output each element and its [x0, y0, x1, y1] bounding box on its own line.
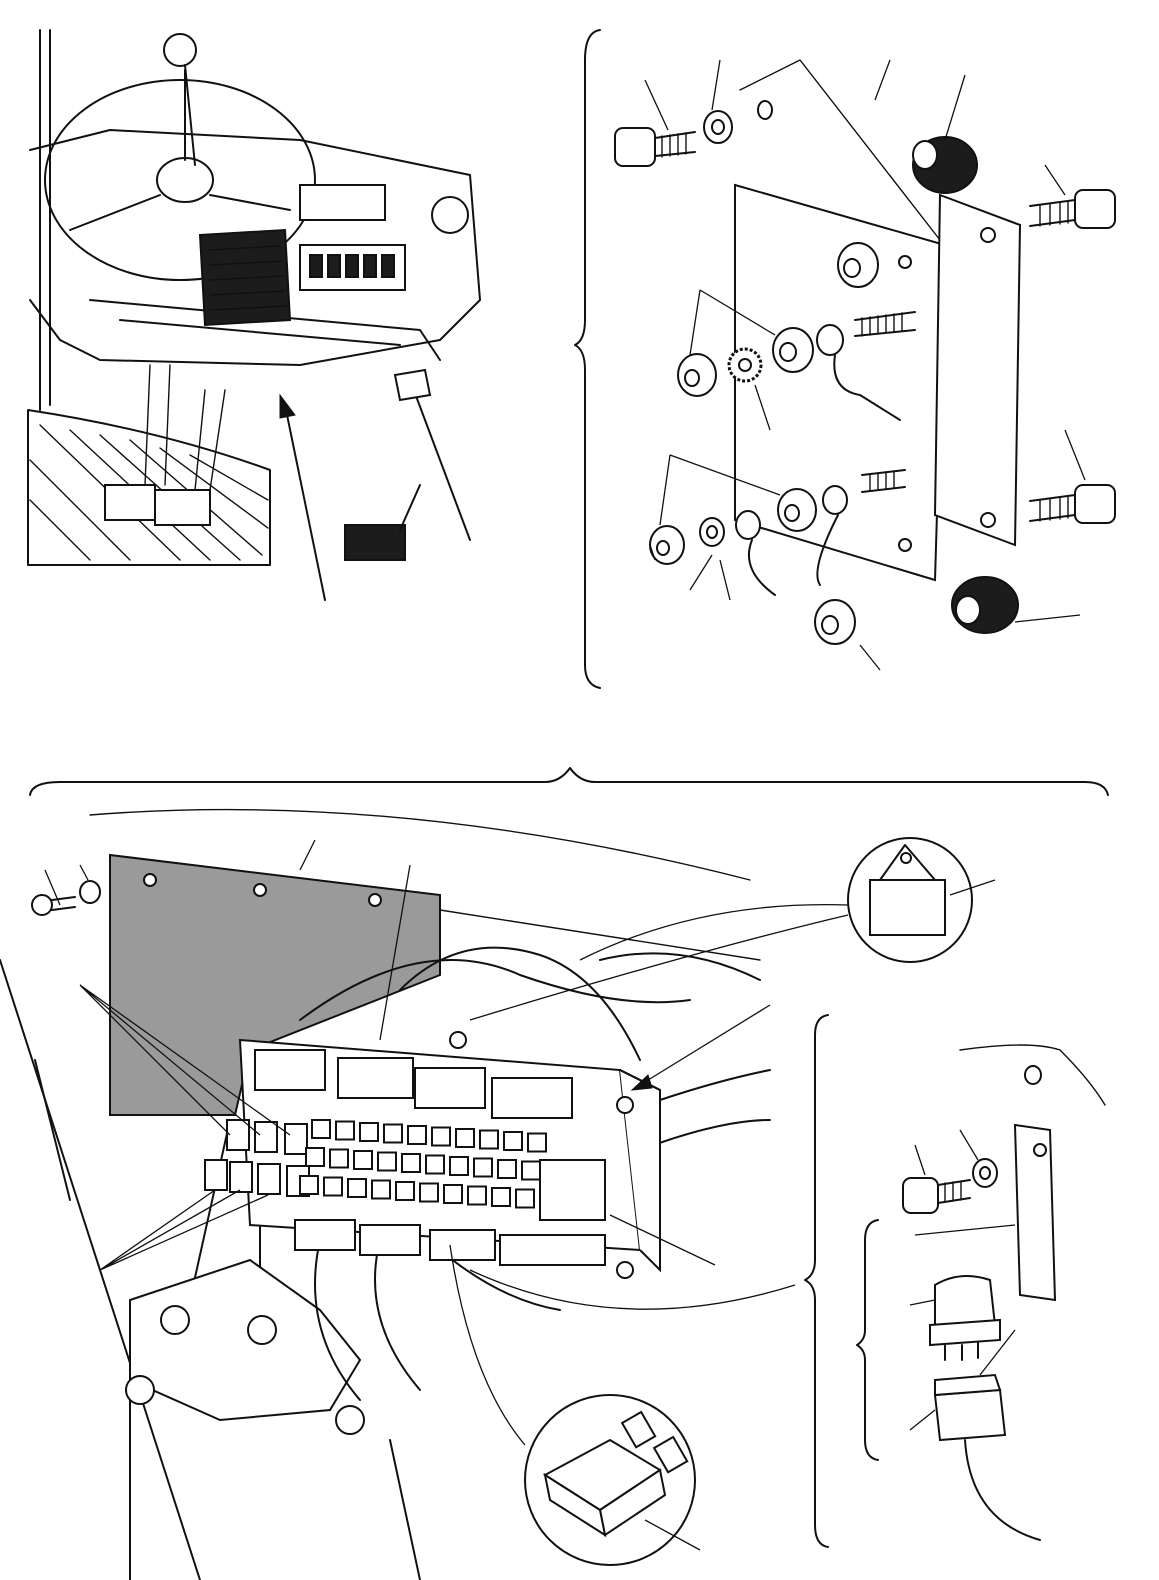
relay-detail-icon [469, 837, 996, 1021]
fuse-slot [347, 1178, 367, 1198]
fuse-slot [371, 1179, 391, 1200]
bolt-icon [1029, 189, 1116, 229]
fuse-slot [395, 1181, 415, 1201]
fuse-slot [491, 1187, 511, 1207]
fuse-slot [311, 1119, 331, 1139]
fuse-slot [515, 1188, 535, 1209]
fuse-relay-panel [0, 767, 1109, 1580]
screw-icon [31, 880, 101, 916]
grommet-icon [951, 576, 1019, 634]
fuse-slot [467, 1185, 487, 1206]
star-washer-icon [727, 347, 763, 383]
fuse-slot [353, 1150, 373, 1170]
fuse-slot [383, 1123, 403, 1144]
fuse-slot [521, 1160, 541, 1181]
fuse-slot [431, 1126, 451, 1147]
grommet-icon [912, 136, 978, 194]
fuse-slot [503, 1131, 523, 1151]
nut-icon [649, 242, 879, 645]
pedal-icon [104, 364, 421, 561]
fuse-slot [359, 1122, 379, 1142]
stud-icon [854, 311, 916, 493]
fuse-slot [299, 1175, 319, 1195]
bolt-icon [614, 127, 696, 167]
fuse-slot [407, 1125, 427, 1145]
fuse-slot [401, 1153, 421, 1173]
fuse-slot [329, 1148, 349, 1169]
fuse-slot [479, 1129, 499, 1150]
blade-fuse-icon [449, 1244, 701, 1566]
fuse-slot [449, 1156, 469, 1176]
fuse-slot [377, 1151, 397, 1172]
fuse-slot [527, 1132, 547, 1153]
fuse-slot [335, 1120, 355, 1141]
relay-socket-icon [933, 1373, 1041, 1541]
fuse-box-icon [204, 1031, 661, 1279]
fuse-grid [299, 1119, 547, 1209]
bolt-icon [1029, 484, 1116, 524]
fuse-slot [425, 1154, 445, 1175]
fuse-slot [455, 1128, 475, 1148]
washer-icon [703, 100, 773, 144]
ring-terminal-icon [699, 324, 901, 596]
steering-wheel-icon [44, 33, 316, 281]
relay-icon [929, 1275, 1001, 1361]
fuse-slot [305, 1147, 325, 1167]
switch-panel-icon [299, 184, 469, 291]
column-boot-icon [198, 228, 292, 327]
wire-harness-icon [299, 946, 771, 1401]
bolt-icon [902, 1158, 998, 1214]
mounting-plate-panel [574, 29, 1116, 689]
fuse-slot [419, 1182, 439, 1203]
relay-bracket-panel [804, 1014, 1106, 1548]
fuse-slot [473, 1157, 493, 1178]
fuse-slot [443, 1184, 463, 1204]
fuse-slot [323, 1176, 343, 1197]
cab-overview-panel [27, 29, 481, 601]
fuse-slot [497, 1159, 517, 1179]
